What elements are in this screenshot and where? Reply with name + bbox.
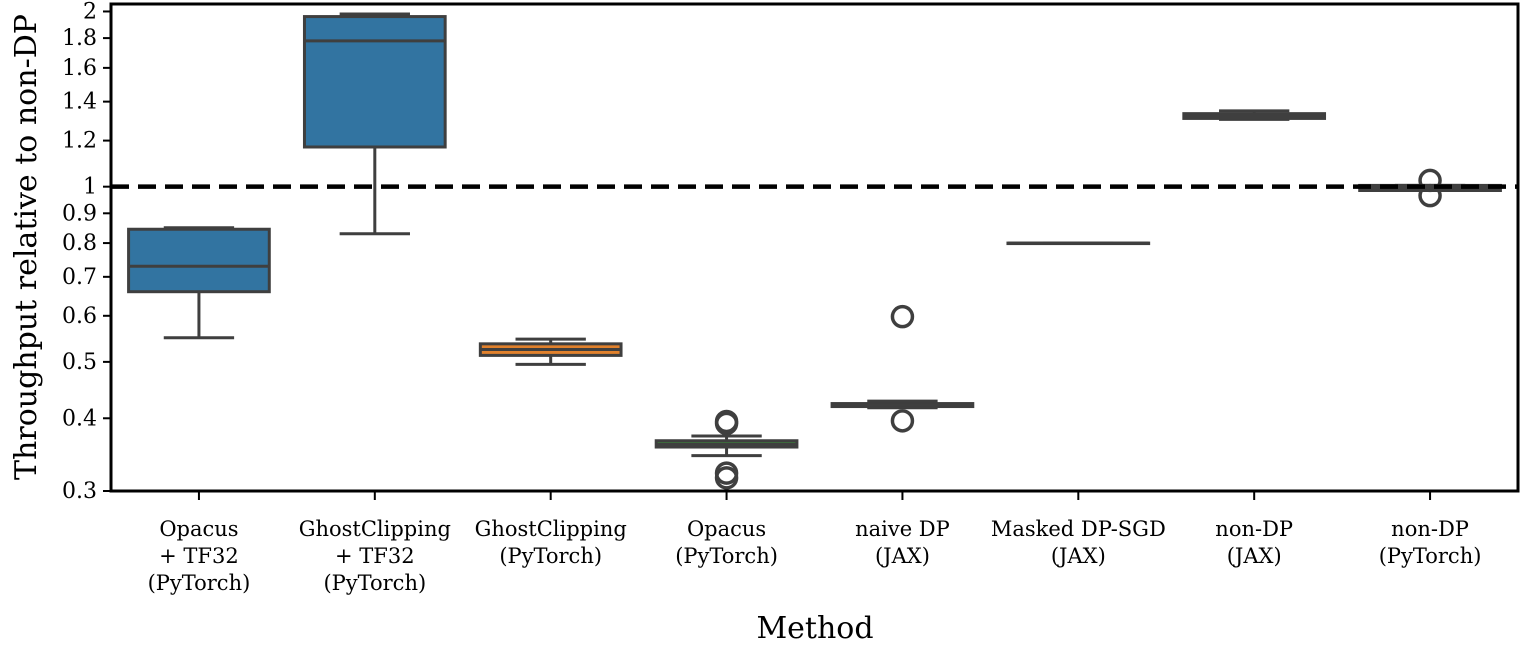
box-body (302, 15, 447, 149)
box-plot-boxes (127, 12, 1502, 490)
box-group (478, 337, 623, 366)
plot-frame (109, 2, 1520, 493)
y-tick-label: 1 (83, 175, 97, 200)
box-body (127, 227, 271, 294)
y-tick-label: 0.4 (62, 406, 97, 431)
y-axis-title: Throughput relative to non-DP (9, 14, 44, 480)
box-group (1182, 109, 1327, 121)
box-group (654, 409, 799, 490)
x-tick-label-line: (PyTorch) (148, 571, 251, 595)
x-tick-label: Masked DP-SGD (JAX) (991, 517, 1166, 568)
y-tick-label: 0.7 (62, 265, 97, 290)
x-tick-label-line: GhostClipping (299, 517, 451, 541)
y-tick-label: 1.2 (62, 129, 97, 154)
x-tick-label-line: (PyTorch) (1379, 544, 1482, 568)
x-tick-label-line: GhostClipping (475, 517, 627, 541)
x-axis-title: Method (756, 611, 873, 646)
box-group (127, 226, 271, 340)
y-tick-label: 0.5 (62, 350, 97, 375)
x-tick-label-line: Masked DP-SGD (991, 517, 1166, 541)
x-tick-label-line: (JAX) (875, 544, 930, 568)
x-tick-label-line: naive DP (855, 517, 950, 541)
x-tick-label: non-DP (JAX) (1215, 517, 1293, 568)
x-tick-label-line: (JAX) (1227, 544, 1282, 568)
y-axis-ticks: 0.3 0.4 0.5 0.6 0.7 0.8 0.91 1.2 1.4 1.6 1.82 (62, 0, 111, 504)
outlier-point (714, 409, 739, 434)
x-tick-label-line: + TF32 (159, 544, 239, 568)
y-tick-label: 0.3 (62, 479, 97, 504)
box-group (302, 12, 447, 236)
x-tick-label-line: Opacus (159, 517, 238, 541)
x-tick-label: naive DP (JAX) (855, 517, 950, 568)
x-tick-label: GhostClipping (PyTorch) (475, 517, 627, 568)
y-tick-label: 1.8 (62, 26, 97, 51)
box-group (1006, 241, 1151, 246)
x-tick-label: Opacus (PyTorch) (675, 517, 778, 568)
y-tick-label: 0.8 (62, 231, 97, 256)
x-tick-label: GhostClipping + TF32 (PyTorch) (299, 517, 451, 595)
x-axis-ticks: Opacus + TF32 (PyTorch) GhostClipping + TF32… (148, 491, 1482, 595)
outlier-point (890, 304, 915, 329)
x-tick-label-line: Opacus (687, 517, 766, 541)
x-tick-label: Opacus + TF32 (PyTorch) (148, 517, 251, 595)
y-tick-label: 2 (83, 0, 97, 24)
y-tick-label: 0.6 (62, 304, 97, 329)
x-tick-label-line: (PyTorch) (675, 544, 778, 568)
x-tick-label-line: non-DP (1391, 517, 1469, 541)
x-tick-label-line: (JAX) (1051, 544, 1106, 568)
x-tick-label: non-DP (PyTorch) (1379, 517, 1482, 568)
y-tick-label: 1.6 (62, 56, 97, 81)
outlier-point (1418, 183, 1442, 208)
box-group (830, 304, 975, 433)
x-tick-label-line: (PyTorch) (499, 544, 602, 568)
outlier-point (714, 466, 739, 490)
x-tick-label-line: non-DP (1215, 517, 1293, 541)
x-tick-label-line: + TF32 (335, 544, 415, 568)
y-tick-label: 0.9 (62, 201, 97, 226)
outlier-point (1418, 168, 1442, 193)
y-tick-label: 1.4 (62, 90, 97, 115)
x-tick-label-line: (PyTorch) (323, 571, 426, 595)
outlier-point (890, 409, 915, 433)
